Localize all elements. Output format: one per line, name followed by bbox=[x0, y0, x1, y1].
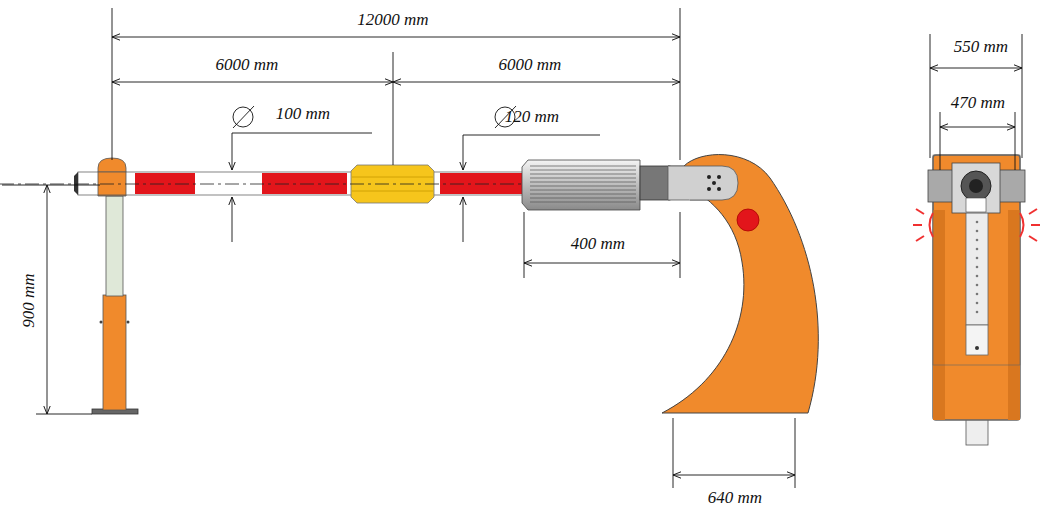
dimension-label: 6000 mm bbox=[214, 55, 281, 74]
dimension-label: 120 mm bbox=[503, 107, 561, 126]
strip-hole bbox=[976, 302, 979, 305]
housing-fin bbox=[530, 182, 636, 183]
support-post bbox=[92, 158, 138, 414]
dimension-label: 400 mm bbox=[569, 234, 627, 253]
housing-fin bbox=[530, 166, 636, 167]
dimension-label: 100 mm bbox=[274, 104, 332, 123]
strip-hole bbox=[976, 311, 979, 314]
strip-hole bbox=[976, 221, 979, 224]
housing-fin bbox=[530, 194, 636, 195]
housing-fin bbox=[530, 186, 636, 187]
housing-fin bbox=[530, 170, 636, 171]
drive-housing bbox=[522, 160, 738, 210]
dimension-label: 12000 mm bbox=[355, 10, 430, 29]
dimension-label: 550 mm bbox=[952, 37, 1010, 56]
dimension-label: 6000 mm bbox=[497, 55, 564, 74]
strip-hole bbox=[976, 239, 979, 242]
dimension-label: 640 mm bbox=[706, 488, 764, 507]
strip-hole bbox=[976, 248, 979, 251]
strip-hole bbox=[976, 257, 979, 260]
housing-fin bbox=[530, 190, 636, 191]
housing-fin bbox=[530, 202, 636, 203]
strip-hole bbox=[976, 284, 979, 287]
dimension-label: 470 mm bbox=[949, 93, 1007, 112]
barrier-cabinet bbox=[662, 155, 818, 413]
housing-fin bbox=[530, 198, 636, 199]
dimension-lines bbox=[2, 8, 1022, 488]
strip-hole bbox=[976, 230, 979, 233]
cabinet-front-view bbox=[913, 155, 1040, 445]
housing-fin bbox=[530, 174, 636, 175]
strip-hole bbox=[976, 266, 979, 269]
strip-hole bbox=[976, 275, 979, 278]
strip-hole bbox=[976, 293, 979, 296]
dimension-label: 900 mm bbox=[19, 271, 38, 329]
housing-fin bbox=[530, 178, 636, 179]
